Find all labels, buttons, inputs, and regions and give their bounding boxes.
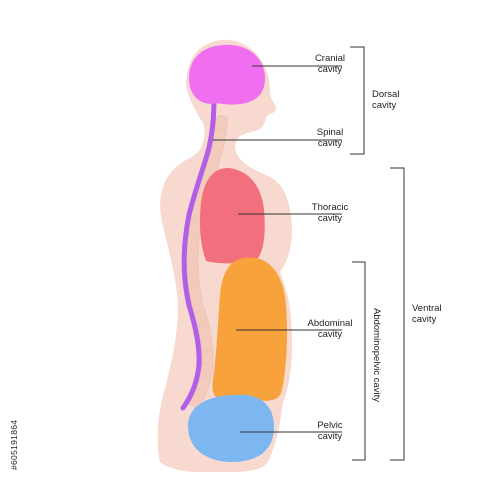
abdominal-label-line2: cavity	[317, 329, 343, 340]
ventral-cavity-label: Ventral cavity	[412, 303, 442, 325]
spinal-label-line2: cavity	[317, 138, 343, 149]
spinal-cord	[180, 93, 217, 411]
abdominal-label-line1: Abdominal	[307, 318, 353, 329]
dorsal-bracket	[350, 46, 365, 155]
spinal-label-line1: Spinal	[316, 127, 344, 138]
pelvic-label-line1: Pelvic	[317, 420, 343, 431]
abdominopelvic-cavity-label: Abdominopelvic cavity	[371, 308, 382, 402]
spinal-cavity-label: Spinal cavity	[304, 127, 356, 149]
cranial-label-line2: cavity	[317, 64, 343, 75]
thoracic-label-line1: Thoracic	[311, 202, 349, 213]
thoracic-label-line2: cavity	[317, 213, 343, 224]
dorsal-label-line1: Dorsal	[372, 89, 400, 100]
dorsal-label-line2: cavity	[372, 100, 397, 111]
ventral-label-line1: Ventral	[412, 303, 442, 314]
abdominal-cavity	[212, 257, 287, 401]
pelvic-label-line2: cavity	[317, 431, 343, 442]
stock-image-id: #605191864	[9, 419, 19, 470]
ventral-label-line2: cavity	[412, 314, 437, 325]
pelvic-cavity	[188, 394, 274, 462]
abdominal-cavity-label: Abdominal cavity	[298, 318, 362, 340]
cranial-cavity	[189, 44, 265, 105]
abdominopelvic-bracket	[352, 261, 366, 461]
thoracic-cavity-label: Thoracic cavity	[304, 202, 356, 224]
cranial-label-line1: Cranial	[314, 53, 346, 64]
ventral-bracket	[390, 167, 405, 461]
pelvic-cavity-label: Pelvic cavity	[304, 420, 356, 442]
dorsal-cavity-label: Dorsal cavity	[372, 89, 399, 111]
thoracic-cavity	[199, 168, 265, 264]
cranial-cavity-label: Cranial cavity	[304, 53, 356, 75]
